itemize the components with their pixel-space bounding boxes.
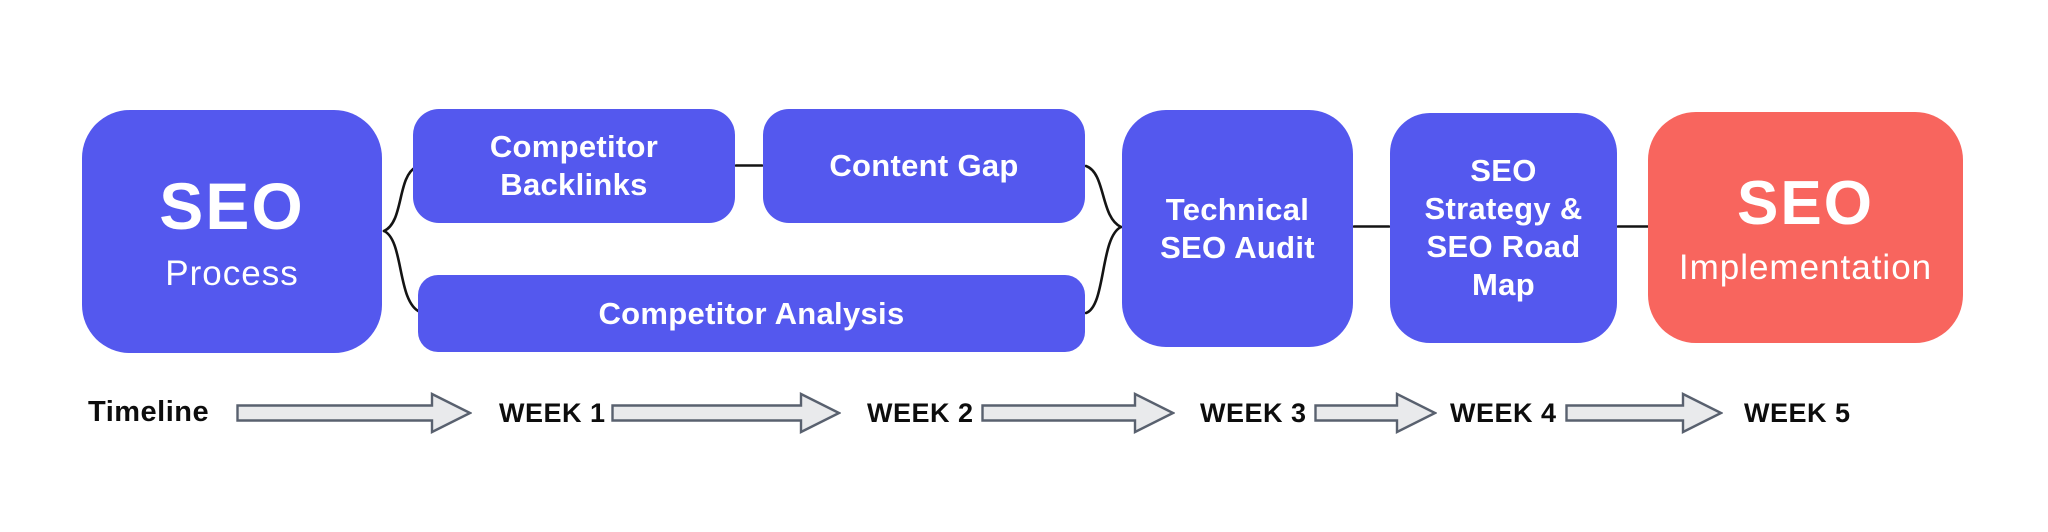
merge-brace-top-curve: [1084, 164, 1123, 229]
node-seo-process-title: SEO: [159, 168, 305, 243]
merge-brace-bottom-curve: [1084, 225, 1123, 315]
node-content-gap: Content Gap: [763, 109, 1085, 223]
timeline-arrow: [1314, 392, 1437, 434]
split-brace-bottom-curve: [382, 229, 422, 314]
timeline-week-2: WEEK 2: [867, 398, 974, 428]
split-brace-top-curve: [382, 165, 418, 233]
timeline-week-1: WEEK 1: [499, 398, 606, 428]
timeline-arrow: [611, 392, 841, 434]
node-seo-strategy-roadmap-label: SEO Strategy & SEO Road Map: [1424, 153, 1583, 302]
node-seo-implementation-subtitle: Implementation: [1678, 247, 1933, 287]
node-seo-process-subtitle: Process: [165, 253, 299, 293]
node-seo-process: SEO Process: [82, 110, 382, 353]
node-competitor-backlinks: Competitor Backlinks: [413, 109, 735, 223]
timeline-arrow: [1565, 392, 1723, 434]
timeline-week-3: WEEK 3: [1200, 398, 1307, 428]
node-technical-seo-audit: Technical SEO Audit: [1122, 110, 1353, 347]
timeline-arrow: [981, 392, 1175, 434]
timeline-week-5: WEEK 5: [1744, 398, 1851, 428]
node-content-gap-label: Content Gap: [829, 148, 1019, 183]
node-seo-strategy-roadmap: SEO Strategy & SEO Road Map: [1390, 113, 1617, 343]
timeline-arrow: [236, 392, 472, 434]
timeline-label: Timeline: [88, 396, 210, 428]
node-competitor-analysis-label: Competitor Analysis: [598, 295, 905, 331]
node-technical-seo-audit-label: Technical SEO Audit: [1160, 191, 1315, 265]
node-seo-implementation-title: SEO: [1737, 168, 1874, 238]
node-seo-implementation: SEO Implementation: [1648, 112, 1963, 343]
timeline-week-4: WEEK 4: [1450, 398, 1557, 428]
node-competitor-analysis: Competitor Analysis: [418, 275, 1085, 352]
node-competitor-backlinks-label: Competitor Backlinks: [489, 129, 659, 202]
